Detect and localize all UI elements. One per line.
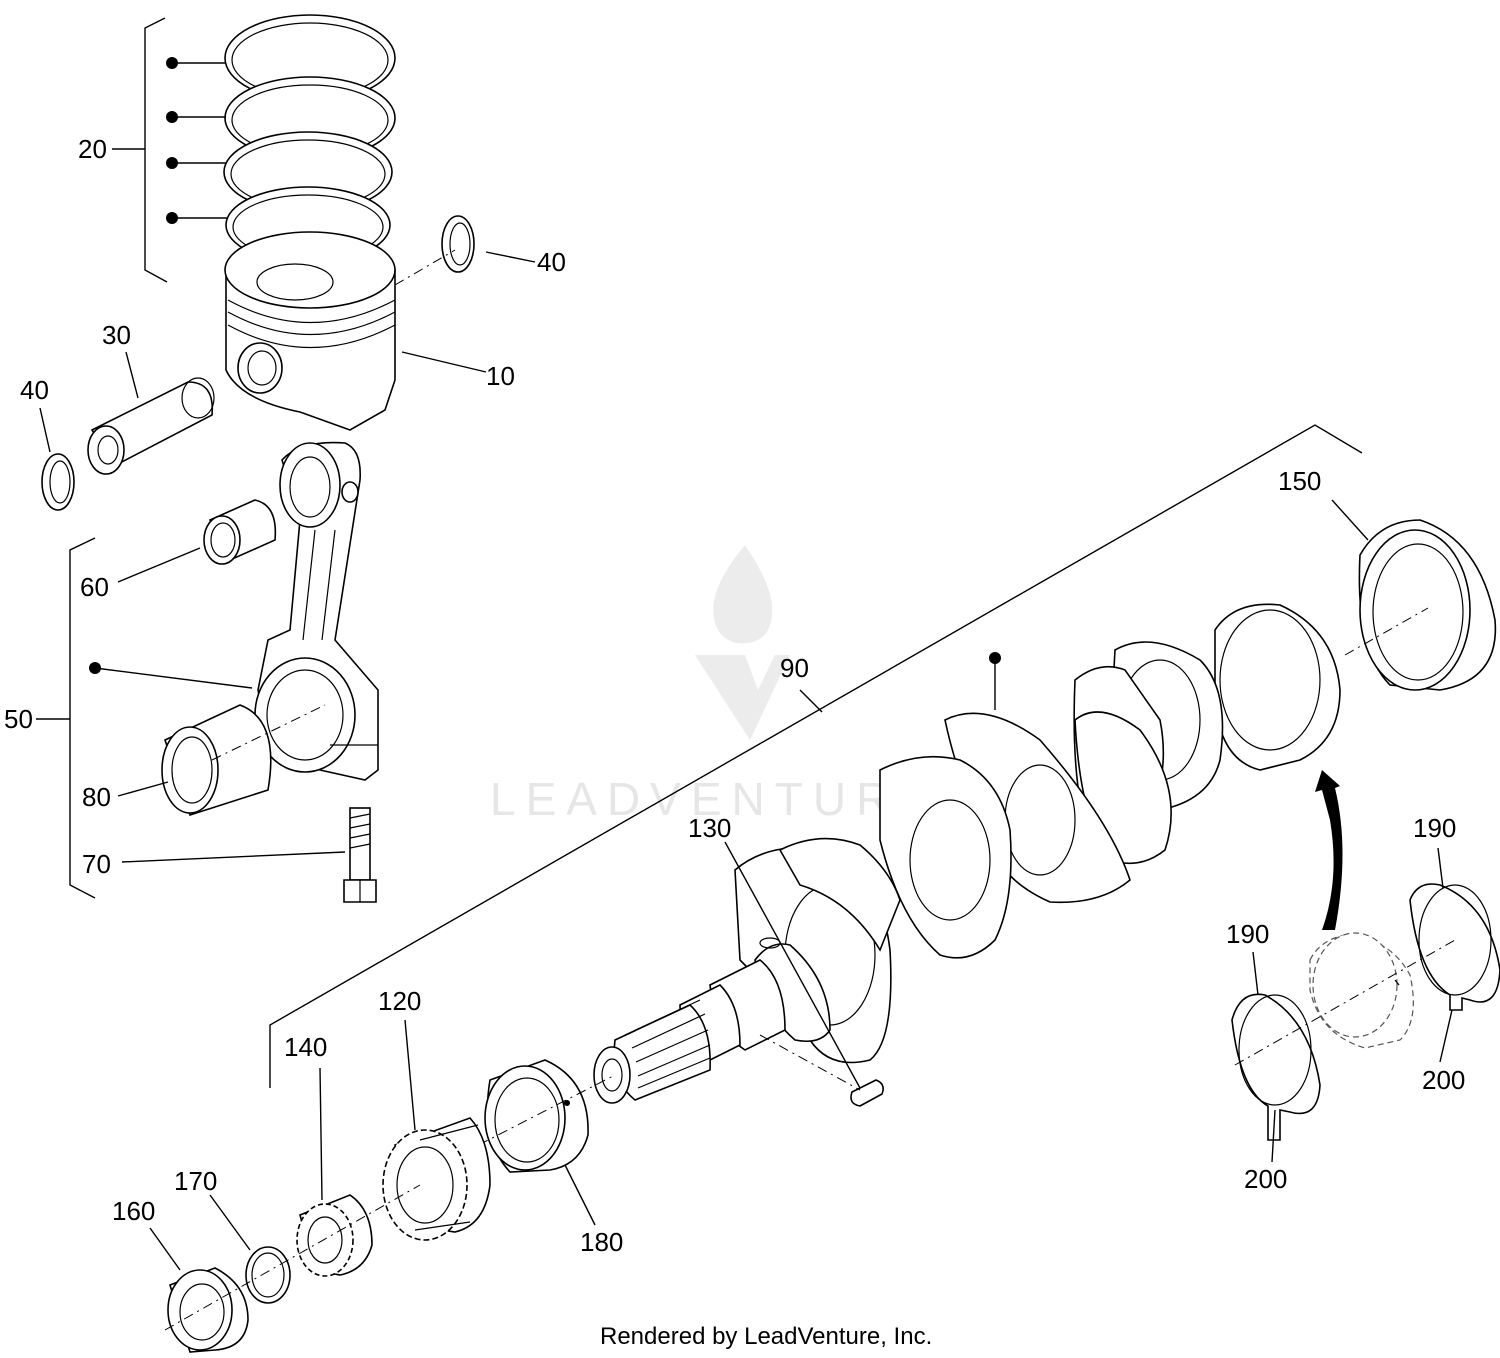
flame-logo-icon (713, 545, 773, 644)
callout-20: 20 (78, 134, 107, 164)
leadventure-watermark: LEADVENTURE (490, 545, 940, 825)
callout-200-right: 200 (1422, 1065, 1465, 1095)
crank-gear-small (296, 1194, 373, 1277)
front-bushing (167, 1267, 249, 1353)
snap-ring-right (441, 215, 475, 273)
callout-40-right: 40 (537, 247, 566, 277)
front-main-bearing (484, 1059, 589, 1173)
callout-90: 90 (780, 653, 809, 683)
conrod-bracket (69, 537, 96, 899)
callout-130: 130 (688, 813, 731, 843)
thrust-washer-left (1231, 993, 1321, 1141)
callout-30: 30 (102, 320, 131, 350)
rear-main-bearing (1358, 519, 1497, 691)
install-arrow-icon (1315, 770, 1343, 930)
callout-150: 150 (1278, 466, 1321, 496)
thrust-washer-right (1409, 883, 1500, 1011)
callout-40-left: 40 (20, 375, 49, 405)
rings-bracket (144, 17, 168, 283)
callout-180: 180 (580, 1227, 623, 1257)
piston (224, 231, 396, 431)
callout-labels: 20 40 10 30 40 60 50 80 70 90 150 130 12… (4, 134, 1465, 1257)
callout-200-left: 200 (1244, 1164, 1287, 1194)
big-end-bearing (161, 704, 272, 817)
callout-190-right: 190 (1413, 813, 1456, 843)
crankshaft (679, 603, 1341, 1066)
piston-pin (87, 377, 215, 475)
callout-140: 140 (284, 1032, 327, 1062)
ring-dots (166, 57, 228, 224)
callout-10: 10 (486, 361, 515, 391)
v-logo-icon (695, 655, 790, 740)
callout-80: 80 (82, 782, 111, 812)
callout-120: 120 (378, 986, 421, 1016)
callout-160: 160 (112, 1196, 155, 1226)
small-end-bushing (203, 499, 277, 565)
crank-gear-large (382, 1117, 491, 1241)
snap-ring-left (41, 453, 75, 511)
callout-70: 70 (82, 849, 111, 879)
watermark-text: LEADVENTURE (490, 773, 940, 825)
callout-60: 60 (80, 572, 109, 602)
footer-credit: Rendered by LeadVenture, Inc. (600, 1323, 932, 1350)
piston-rings (223, 14, 396, 264)
conrod-bolt (343, 807, 377, 903)
callout-50: 50 (4, 704, 33, 734)
spacer-ring (245, 1246, 291, 1304)
ghost-bearing (1309, 932, 1414, 1049)
connecting-rod (254, 441, 379, 781)
callout-190-left: 190 (1226, 919, 1269, 949)
splined-snout (593, 999, 711, 1104)
crankshaft-key (850, 1079, 884, 1107)
crankshaft-bracket (269, 424, 1363, 1088)
callout-170: 170 (174, 1166, 217, 1196)
